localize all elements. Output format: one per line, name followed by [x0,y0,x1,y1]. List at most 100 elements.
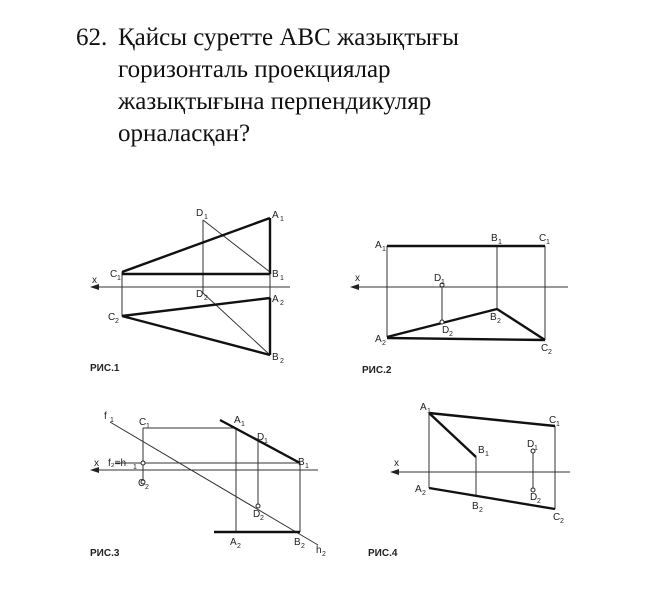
fig2-caption: РИС.2 [362,365,392,376]
fig3-sub: 2 [322,551,326,558]
fig1-label-d1: D [196,208,203,219]
fig4-sub: 2 [479,507,483,514]
fig4-axis-arrow-icon [390,469,399,475]
fig2-label-c2: C [541,343,548,354]
fig3-sub: 2 [260,515,264,522]
fig1-label-c2: C [108,312,115,323]
fig1-sub: 1 [280,275,284,282]
fig3-label-h2: h [316,545,322,556]
fig4-label-a2: A [415,484,422,495]
fig4-a1c1 [428,411,556,428]
question-line-3: жазықтығына перпендикуляр [118,88,432,115]
fig1-d2-line [202,292,271,356]
fig1-x-label: x [92,275,97,286]
fig4-a1b1 [428,412,477,458]
fig3-sub: 1 [241,421,245,428]
fig1-sub: 2 [280,358,284,365]
fig4-label-b1: B [478,445,485,456]
fig3-a1b1-thick [219,418,301,465]
fig4-point-d2 [530,487,536,493]
fig1-label-b2: B [272,352,279,363]
fig4-sub: 1 [556,421,560,428]
fig1-axis-arrow-icon [90,284,99,290]
fig2-sub: 1 [382,246,386,253]
fig2-label-c1: C [539,233,546,244]
fig2-label-a1: A [375,240,382,251]
fig3-label-b2: B [294,537,301,548]
fig4-sub: 1 [534,445,538,452]
fig1-c1a1 [121,216,271,274]
fig1-caption: РИС.1 [90,363,120,374]
fig2-b2c2 [496,307,546,342]
fig3-sub: 2 [145,484,149,491]
fig1-sub: 1 [117,275,121,282]
fig4-label-c2: C [553,512,560,523]
fig2-sub: 1 [546,239,550,246]
fig2-label-d1: D [434,273,441,284]
question-line-1: Қайсы суретте АВС жазықтығы [118,24,459,51]
fig3-f-line [109,421,319,546]
fig3-axis-arrow-icon [90,467,99,473]
fig2-sub: 1 [498,239,502,246]
fig4-sub: 2 [560,518,564,525]
fig3-sub: 1 [264,438,268,445]
question-number: 62. [76,24,108,51]
fig3-sub: 2 [237,543,241,550]
fig4-a2c2 [428,486,556,511]
fig4-sub: 2 [537,498,541,505]
fig2-label-d2: D [442,325,449,336]
fig2-sub: 2 [497,318,501,325]
fig4-label-a1: A [420,402,427,413]
fig4-caption: РИС.4 [368,548,398,559]
fig2-label-b1: B [491,233,498,244]
fig1-label-a2: A [272,294,279,305]
fig2-label-a2: A [375,334,382,345]
fig4-point-d1 [530,448,536,454]
fig2-point-d2 [439,319,445,325]
fig3-label-c1: C [139,417,146,428]
fig3-label-f1: f [104,411,107,422]
fig1-sub: 1 [204,214,208,221]
fig3-label-f2h1: f₂=h [108,458,126,469]
fig2-a2c2 [386,336,546,342]
fig3-label-a1: A [234,415,241,426]
question-line-2: горизонталь проекциялар [118,56,391,83]
fig2-label-b2: B [490,312,497,323]
fig1-sub: 2 [204,295,208,302]
fig4-label-c1: C [549,415,556,426]
fig3-label-c2: C [138,478,145,489]
fig1-label-b1: B [272,269,279,280]
fig1-sub: 2 [280,300,284,307]
fig3-sub: 1 [110,417,114,424]
fig3-sub: 1 [133,464,137,471]
fig3-point-c2 [140,479,146,485]
fig1-label-a1: A [272,210,279,221]
fig2-sub: 2 [382,340,386,347]
fig1-sub: 2 [115,318,119,325]
fig2-sub: 2 [449,331,453,338]
fig2-point-d1 [439,282,445,288]
fig2-sub: 1 [441,279,445,286]
fig1-label-c1: C [110,269,117,280]
fig3-caption: РИС.3 [90,548,120,559]
fig3-label-d1: D [257,432,264,443]
fig3-point-h1 [140,460,146,466]
fig1-d1-line [202,219,271,273]
fig4-label-d2: D [530,492,537,503]
fig4-sub: 1 [427,408,431,415]
fig2-axis-arrow-icon [350,284,359,290]
fig4-sub: 1 [485,451,489,458]
fig2-x-label: x [355,273,360,284]
fig3-label-d2: D [253,509,260,520]
fig1-label-d2: D [196,289,203,300]
fig4-x-label: x [394,458,399,469]
fig1-c2a2 [121,296,271,318]
fig3-sub: 1 [305,463,309,470]
fig3-sub: 2 [301,543,305,550]
fig1-sub: 1 [280,216,284,223]
